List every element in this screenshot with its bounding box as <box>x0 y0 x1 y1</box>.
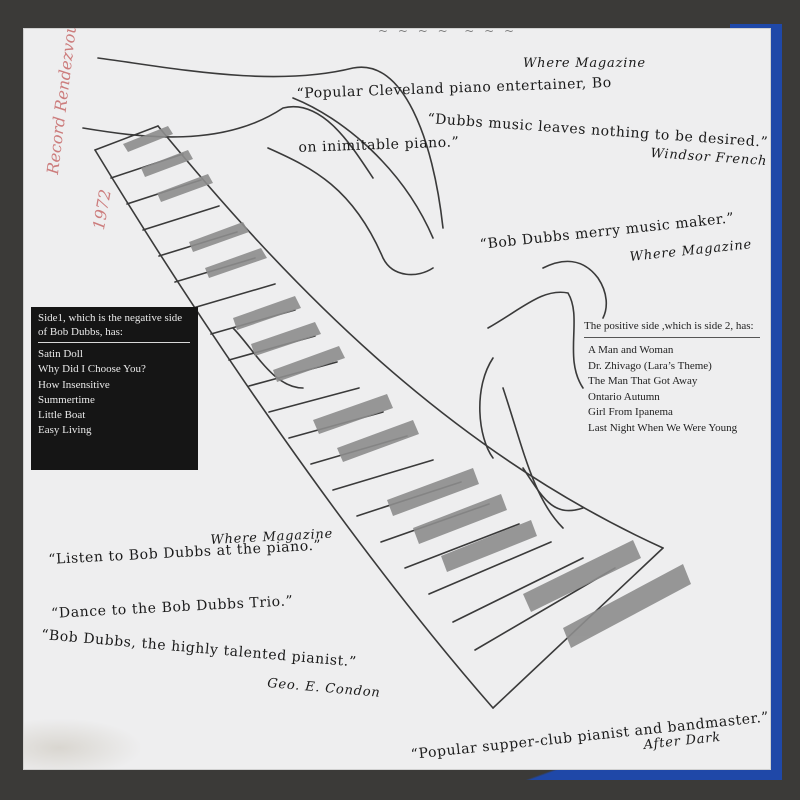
side1-track: Summertime <box>38 393 95 406</box>
quote-dance-line: “Dance to the Bob Dubbs Trio.” <box>50 593 294 622</box>
side2-divider <box>584 337 760 338</box>
side2-track: Ontario Autumn <box>588 390 660 403</box>
side2-heading: The positive side ,which is side 2, has: <box>584 320 754 332</box>
side2-track: Last Night When We Were Young <box>588 421 738 434</box>
side2-track: The Man That Got Away <box>588 375 698 387</box>
cropped-top-text: ~ ~ ~ ~ ~ ~ ~ <box>378 28 518 38</box>
side1-track: Satin Doll <box>38 348 83 360</box>
side1-heading-line2: of Bob Dubbs, has: <box>38 326 123 338</box>
side2-track-list: A Man and Woman Dr. Zhivago (Lara’s Them… <box>584 343 769 436</box>
side2-track: A Man and Woman <box>588 344 674 356</box>
side1-heading-line1: Side1, which is the negative side <box>38 312 183 324</box>
side1-divider <box>38 342 190 343</box>
side1-track-list: Satin Doll Why Did I Choose You? How Ins… <box>31 347 198 439</box>
sleeve-wear-mark <box>23 718 143 770</box>
side1-track: Why Did I Choose You? <box>38 363 146 376</box>
side1-track: Little Boat <box>38 409 86 422</box>
side2-track: Girl From Ipanema <box>588 406 673 418</box>
attribution-where-magazine-1: Where Magazine <box>523 56 646 71</box>
side1-heading: Side1, which is the negative side of Bob… <box>31 307 198 342</box>
side2-track: Dr. Zhivago (Lara’s Theme) <box>588 359 712 372</box>
side1-tracklist-box: Side1, which is the negative side of Bob… <box>31 307 198 470</box>
piano-keyboard-illustration <box>82 57 691 709</box>
side2-tracklist: The positive side ,which is side 2, has:… <box>584 319 769 436</box>
side1-track: Easy Living <box>38 424 92 437</box>
album-back-cover: ~ ~ ~ ~ ~ ~ ~ “Popular Cleveland piano e… <box>23 28 771 770</box>
side1-track: How Insensitive <box>38 378 110 391</box>
quote-cleveland-line1: “Popular Cleveland piano entertainer, Bo <box>296 74 613 102</box>
